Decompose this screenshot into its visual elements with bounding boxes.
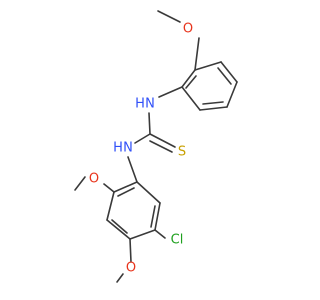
bond	[111, 219, 128, 234]
atom-label-n-upper: N	[145, 97, 155, 112]
bond	[74, 176, 86, 191]
bond	[220, 61, 238, 83]
atom-label-h-upper: H	[135, 97, 145, 112]
bond	[194, 37, 200, 71]
bond	[129, 238, 132, 263]
bond	[185, 75, 197, 89]
bond	[199, 106, 228, 111]
bond	[181, 69, 196, 88]
bond	[150, 205, 156, 228]
atom-label-cl: Cl	[171, 233, 184, 248]
bond	[157, 10, 181, 23]
bond	[113, 181, 138, 193]
atom-labels: O N H N H S O Cl O	[89, 22, 193, 276]
atom-label-o-left: O	[89, 172, 99, 187]
bond	[217, 67, 232, 85]
bond	[106, 191, 115, 221]
bond	[181, 86, 201, 111]
bond	[149, 133, 176, 148]
bond	[148, 112, 151, 135]
bond	[103, 183, 115, 193]
atom-label-h-lower: H	[113, 141, 123, 156]
atom-label-n-lower: N	[123, 141, 133, 156]
bond	[158, 86, 183, 98]
molecule-structure: O N H N H S O Cl O	[74, 10, 238, 283]
bond	[154, 229, 166, 239]
bond	[154, 202, 161, 231]
atom-label-s: S	[178, 145, 186, 160]
bond	[129, 229, 156, 240]
atom-label-o-top: O	[183, 22, 193, 37]
bond	[194, 61, 222, 71]
bond	[134, 133, 151, 144]
bond	[136, 181, 161, 204]
bond	[106, 219, 131, 240]
bond	[127, 156, 138, 183]
atom-label-o-bottom: O	[126, 261, 136, 276]
bonds	[74, 10, 238, 283]
bond	[117, 187, 135, 197]
bond	[226, 81, 238, 108]
bond	[202, 101, 224, 105]
bond	[149, 140, 173, 153]
bond	[116, 273, 124, 283]
